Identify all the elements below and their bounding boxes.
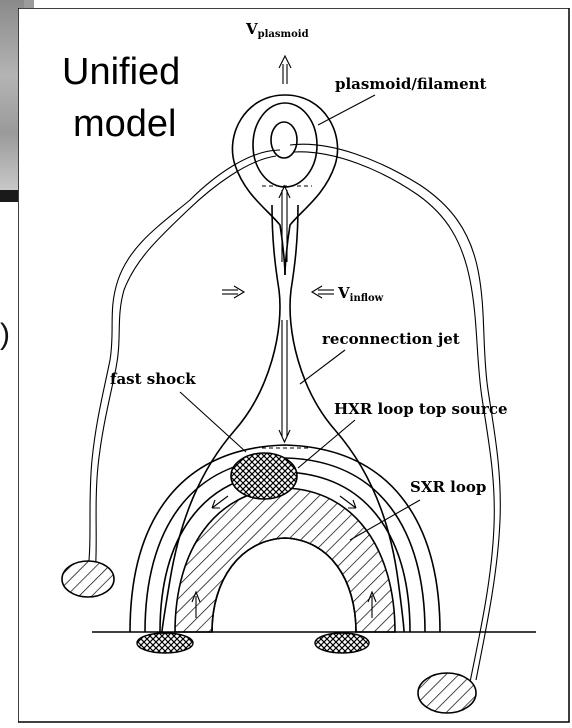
unified-model-diagram: Unified model Vplasmoid plasmoid/filamen… xyxy=(18,8,570,724)
reconnection-jet-label: reconnection jet xyxy=(322,330,460,348)
plasmoid-filament-label: plasmoid/filament xyxy=(335,75,487,93)
right-filament-footpoint xyxy=(418,673,476,713)
title-line-2: model xyxy=(73,103,177,145)
diagram-canvas: Unified model Vplasmoid plasmoid/filamen… xyxy=(18,8,570,724)
left-filament-footpoint xyxy=(62,561,114,597)
fast-shock-label: fast shock xyxy=(110,370,196,388)
title-line-1: Unified xyxy=(62,51,180,93)
sxr-loop-label: SXR loop xyxy=(410,478,486,496)
hxr-label: HXR loop top source xyxy=(334,400,508,418)
left-footpoint-source xyxy=(137,633,193,653)
right-footpoint-source xyxy=(315,633,369,653)
background-text-fragment: ) xyxy=(0,318,10,352)
hxr-loop-top-source xyxy=(231,453,297,499)
